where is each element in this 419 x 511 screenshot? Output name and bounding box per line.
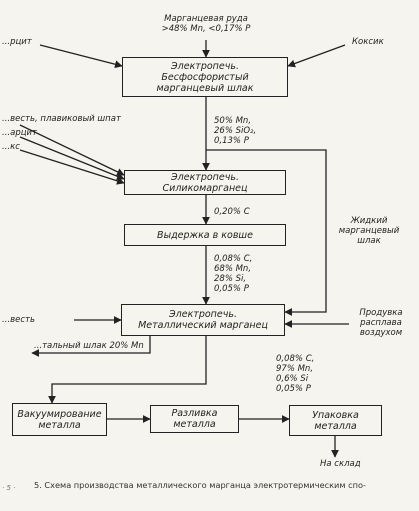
page-marker: · 5 · xyxy=(2,484,16,492)
box4-line2: Металлический марганец xyxy=(138,320,268,331)
box-metal-packing: Упаковка металла xyxy=(289,405,382,436)
input-kvarcit-top: ...рцит xyxy=(2,37,32,47)
slag-composition: 50% Mn, 26% SiO₂, 0,13% P xyxy=(214,116,256,146)
blowing-line3: воздухом xyxy=(359,328,403,338)
box-electric-furnace-metal-manganese: Электропечь. Металлический марганец xyxy=(121,304,285,336)
blowing-line1: Продувка xyxy=(359,308,403,318)
box2-line1: Электропечь. xyxy=(171,171,239,183)
arrow-waste-slag xyxy=(31,336,151,357)
box2-line2: Силикомарганец xyxy=(162,182,248,194)
box7-label: Упаковка металла xyxy=(312,409,359,432)
comp3-si: 28% Si, xyxy=(214,274,247,284)
box5-line2: металла xyxy=(38,419,81,431)
arrow-liquid-slag xyxy=(206,149,327,316)
box5-line1: Вакуумирование xyxy=(17,408,102,420)
output-liquid-slag: Жидкий марганцевый шлак xyxy=(334,216,404,246)
box-electric-furnace-slag: Электропечь. Бесфосфористый марганцевый … xyxy=(122,57,288,97)
box-ladle-holding: Выдержка в ковше xyxy=(124,224,286,246)
arrow-kvarcit-mid xyxy=(19,136,125,180)
final-si: 0,6% Si xyxy=(276,374,309,384)
input-izvest-bottom: ...весть xyxy=(2,315,35,325)
final-metal-composition: 0,08% C, 97% Mn, 0,6% Si 0,05% P xyxy=(276,354,314,394)
composition-after-box3: 0,08% C, 68% Mn, 28% Si, 0,05% P xyxy=(214,254,252,294)
box1-line1: Электропечь. xyxy=(171,60,239,72)
comp3-mn: 68% Mn, xyxy=(214,264,252,274)
box-metal-casting: Разливка металла xyxy=(150,405,239,433)
blowing-line2: расплава xyxy=(360,318,402,328)
figure-caption: 5. Схема производства металлического мар… xyxy=(34,480,366,490)
input-koks: Коксик xyxy=(352,37,384,47)
box4-line1: Электропечь. xyxy=(169,309,237,320)
final-mn: 97% Mn, xyxy=(276,364,314,374)
slag-sio2: 26% SiO₂, xyxy=(214,126,257,136)
box-vacuuming: Вакуумирование металла xyxy=(12,403,107,436)
input-ore-name: Марганцевая руда xyxy=(164,14,248,24)
input-air-blowing: Продувка расплава воздухом xyxy=(346,308,416,338)
arrow-kvarcit-top xyxy=(39,44,123,69)
box6-label: Разливка металла xyxy=(171,408,218,430)
output-waste-slag: ...тальный шлак 20% Mn xyxy=(34,341,144,351)
box1-line2: Бесфосфористый xyxy=(161,71,249,83)
input-ore-spec: >48% Mn, <0,17% P xyxy=(161,24,251,34)
liquid-slag-line2: марганцевый xyxy=(338,226,400,236)
liquid-slag-line1: Жидкий xyxy=(350,216,388,226)
final-c: 0,08% C, xyxy=(276,354,315,364)
composition-after-box2: 0,20% C xyxy=(214,207,250,217)
output-to-warehouse: На склад xyxy=(320,459,361,469)
slag-mn: 50% Mn, xyxy=(214,116,252,126)
input-izvest-fluorspar: ...весть, плавиковый шпат xyxy=(2,114,121,124)
arrow-izvest-fluorspar xyxy=(19,124,125,176)
input-koks-mid: ...кс xyxy=(2,142,20,152)
comp3-c: 0,08% C, xyxy=(214,254,253,264)
input-ore: Марганцевая руда >48% Mn, <0,17% P xyxy=(150,14,262,34)
slag-p: 0,13% P xyxy=(214,136,249,146)
arrow-koks xyxy=(287,44,346,68)
comp3-p: 0,05% P xyxy=(214,284,249,294)
liquid-slag-line3: шлак xyxy=(357,236,381,246)
input-kvarcit-mid: ...арцит xyxy=(2,128,37,138)
box-electric-furnace-silicomanganese: Электропечь. Силикомарганец xyxy=(124,170,286,195)
arrow-koks-mid xyxy=(19,149,125,185)
box1-line3: марганцевый шлак xyxy=(156,82,254,94)
box3-label: Выдержка в ковше xyxy=(157,229,253,241)
final-p: 0,05% P xyxy=(276,384,311,394)
arrow-box4-box5 xyxy=(48,336,207,404)
